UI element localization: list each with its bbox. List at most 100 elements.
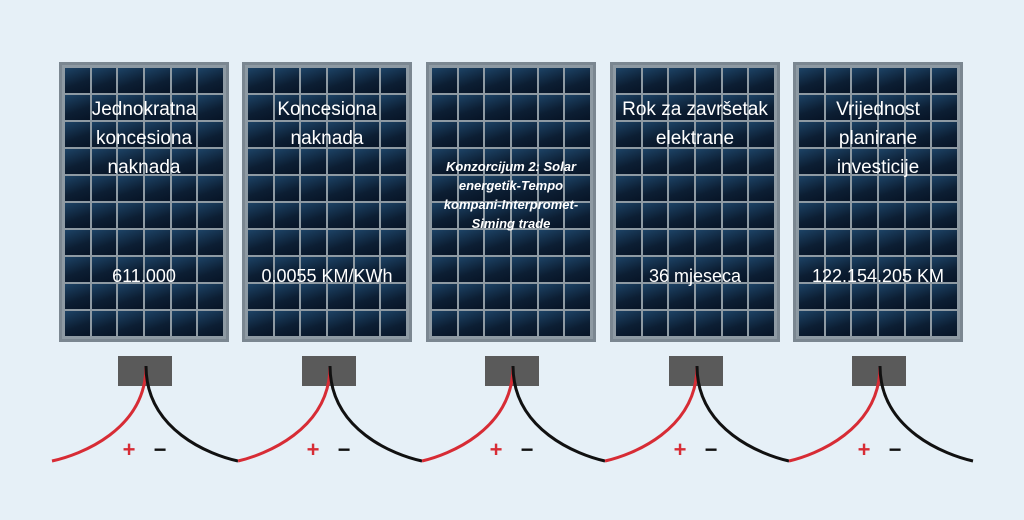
pv-cell (511, 284, 537, 309)
pv-cell (458, 284, 484, 309)
pv-cell (669, 176, 694, 201)
connector-unit-5: + − (788, 356, 974, 463)
pv-cell (198, 122, 223, 147)
pv-cell (327, 203, 353, 228)
pv-cell (248, 230, 273, 255)
pv-cell (274, 68, 300, 93)
pv-cell (91, 122, 117, 147)
pv-cell (354, 284, 380, 309)
pv-cell (144, 230, 170, 255)
pv-cell (118, 284, 143, 309)
pv-cell (171, 257, 197, 282)
pv-cell (118, 122, 143, 147)
solar-panel-2: Koncesiona naknada 0,0055 KM/KWh (242, 62, 412, 342)
pv-cell (198, 176, 223, 201)
pv-cell (565, 68, 590, 93)
panel-title: Koncesiona naknada (277, 99, 377, 149)
pv-cell (91, 176, 117, 201)
pv-cell (118, 203, 143, 228)
pv-cell (381, 68, 406, 93)
pv-cell (144, 68, 170, 93)
pv-cell (248, 176, 273, 201)
pv-cell (932, 257, 957, 282)
pv-cell (565, 176, 590, 201)
pv-cell (749, 176, 774, 201)
pv-cell (381, 203, 406, 228)
pv-cell (722, 176, 748, 201)
pv-cell (669, 311, 694, 336)
pv-cell (171, 95, 197, 120)
pv-cell (669, 122, 694, 147)
pv-cell (354, 95, 380, 120)
pv-cell (118, 176, 143, 201)
pv-cell (695, 122, 721, 147)
pv-cell (616, 122, 641, 147)
pv-cell (91, 203, 117, 228)
pv-cell (669, 95, 694, 120)
pv-cell (799, 230, 824, 255)
pv-cell (432, 311, 457, 336)
pv-cell (616, 68, 641, 93)
pv-cell (722, 257, 748, 282)
pv-cell (878, 257, 904, 282)
pv-cell (171, 122, 197, 147)
pv-cell (511, 68, 537, 93)
pv-cell (381, 149, 406, 174)
pv-cell (825, 176, 851, 201)
pv-cell (799, 176, 824, 201)
plus-sign: + (858, 437, 871, 462)
pv-cell (354, 176, 380, 201)
pv-cell (118, 311, 143, 336)
pv-cell (171, 149, 197, 174)
pv-cell (432, 176, 457, 201)
minus-sign: − (705, 437, 718, 462)
pv-cell (799, 95, 824, 120)
pv-cell (642, 257, 668, 282)
pv-cell (511, 230, 537, 255)
pv-cell (852, 68, 877, 93)
pv-cell (118, 149, 143, 174)
pv-cell (722, 230, 748, 255)
pv-cell (642, 68, 668, 93)
connector-unit-1: + − (51, 356, 239, 463)
pv-cell (749, 257, 774, 282)
pv-cell (144, 176, 170, 201)
pv-cell (749, 230, 774, 255)
pv-cell (695, 257, 721, 282)
pv-cell (852, 176, 877, 201)
pv-cell (749, 68, 774, 93)
pv-cell (354, 257, 380, 282)
pv-cell (248, 203, 273, 228)
pv-cell (171, 203, 197, 228)
minus-sign: − (154, 437, 167, 462)
pv-cell (799, 203, 824, 228)
panel-cell-grid (432, 68, 590, 336)
pv-cell (932, 230, 957, 255)
pv-cell (932, 176, 957, 201)
pv-cell (565, 284, 590, 309)
pv-cell (198, 230, 223, 255)
pv-cell (905, 176, 931, 201)
panel-title: Konzorcijum 2: Solar energetik-Tempo kom… (443, 159, 579, 231)
pv-cell (248, 311, 273, 336)
pv-cell (852, 203, 877, 228)
pv-cell (381, 230, 406, 255)
pv-cell (825, 203, 851, 228)
pv-cell (749, 95, 774, 120)
panel-value: 122.154.205 KM (811, 266, 945, 286)
panel-value: 36 mjeseca (648, 266, 742, 286)
pv-cell (458, 149, 484, 174)
pv-cell (878, 284, 904, 309)
pv-cell (432, 122, 457, 147)
pv-cell (695, 176, 721, 201)
plus-sign: + (123, 437, 136, 462)
connector-unit-3: + − (421, 356, 606, 463)
pv-cell (171, 68, 197, 93)
connector-unit-2: + − (237, 356, 423, 463)
pv-cell (198, 311, 223, 336)
pv-cell (274, 95, 300, 120)
pv-cell (65, 311, 90, 336)
negative-wire (878, 365, 974, 463)
pv-cell (878, 176, 904, 201)
